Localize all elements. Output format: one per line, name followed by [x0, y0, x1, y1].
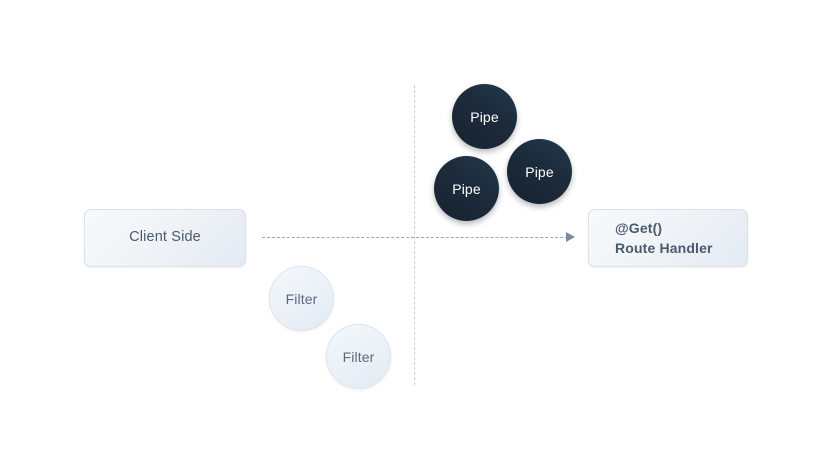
request-flow-dashed-line: [262, 237, 568, 238]
client-side-label: Client Side: [129, 229, 201, 246]
pipe-label-1: Pipe: [470, 108, 499, 125]
filter-label-1: Filter: [285, 290, 318, 307]
pipe-label-3: Pipe: [525, 163, 554, 180]
pipe-circle-3[interactable]: Pipe: [507, 139, 572, 204]
filter-circle-2[interactable]: Filter: [326, 324, 391, 389]
route-handler-label: @Get() Route Handler: [615, 219, 713, 256]
filter-circle-1[interactable]: Filter: [269, 266, 334, 331]
pipe-circle-2[interactable]: Pipe: [434, 156, 499, 221]
pipe-circle-1[interactable]: Pipe: [452, 84, 517, 149]
route-handler-box[interactable]: @Get() Route Handler: [588, 209, 748, 267]
client-side-box[interactable]: Client Side: [84, 209, 246, 267]
filter-label-2: Filter: [342, 348, 375, 365]
request-flow-arrowhead-icon: [566, 231, 575, 242]
pipe-label-2: Pipe: [452, 180, 481, 197]
vertical-divider-line: [414, 85, 415, 385]
